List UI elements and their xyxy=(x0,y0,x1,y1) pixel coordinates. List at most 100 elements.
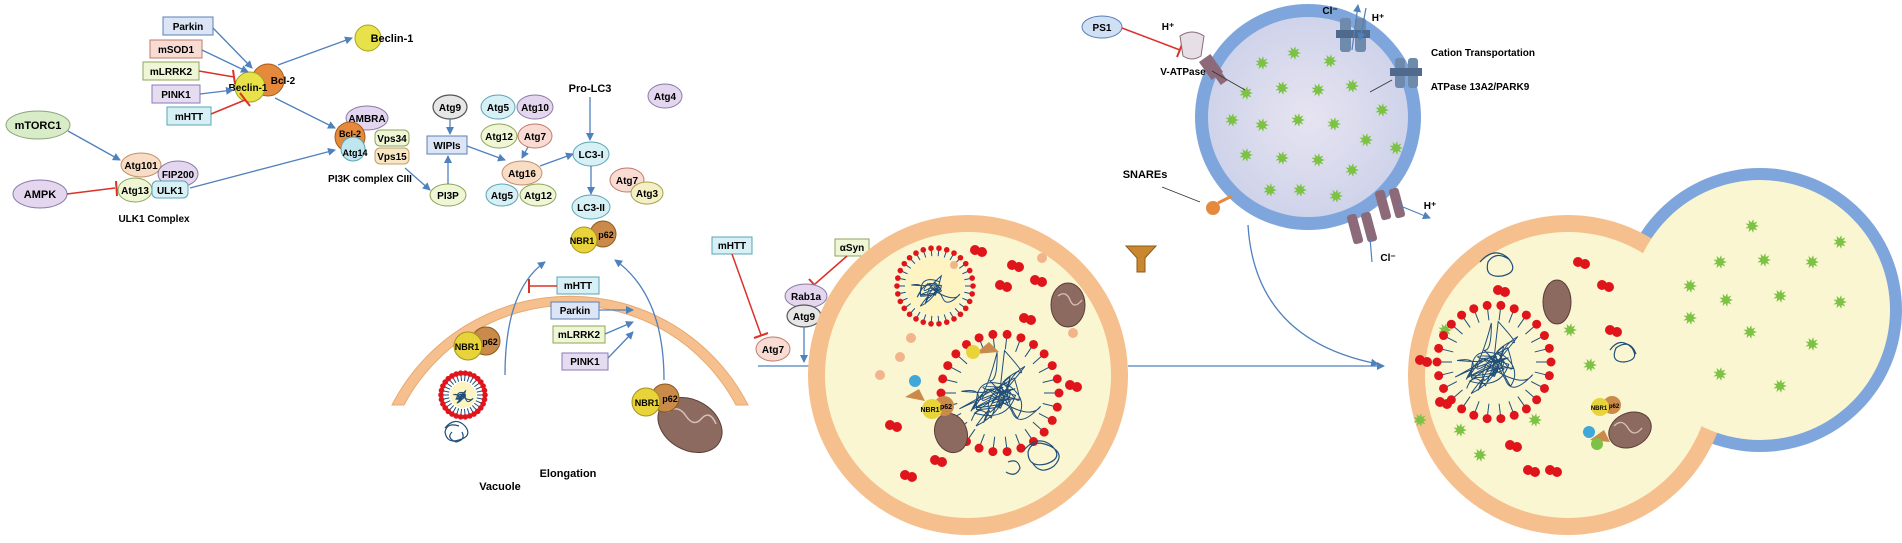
hydrolase-star xyxy=(1389,141,1403,155)
cl-bottom-label: Cl⁻ xyxy=(1380,253,1395,264)
mid-mhtt-label: mHTT xyxy=(718,241,746,252)
phago-nbr1-b-node xyxy=(631,387,661,417)
red-cargo-dot xyxy=(1002,282,1012,292)
hydrolase-star xyxy=(1683,311,1697,325)
arrow-atg7-atg16 xyxy=(521,146,529,159)
cation-transport-label: Cation Transportation xyxy=(1431,48,1535,59)
red-cargo-dot xyxy=(1422,357,1432,367)
vps15-label: Vps15 xyxy=(377,152,407,163)
msod1-box xyxy=(149,39,203,59)
autolysosome-aggregate xyxy=(1432,300,1556,424)
elongation-label: Elongation xyxy=(540,468,597,480)
autolysosome-mito-cristae xyxy=(1613,421,1643,434)
ambra-label: AMBRA xyxy=(348,114,385,125)
middle-regulators: mHTT Atg7 αSyn Rab1a Atg9 xyxy=(711,236,870,370)
ulk1-caption: ULK1 Complex xyxy=(118,214,190,225)
hydrolase-star xyxy=(1833,235,1847,249)
pi3k-bcl2-label: Bcl-2 xyxy=(339,129,361,139)
mhtt-box xyxy=(166,106,212,126)
phago-pink1-box xyxy=(561,352,609,371)
vacuole-label: Vacuole xyxy=(479,481,521,493)
arrow-elong-right xyxy=(614,259,665,381)
hydrolase-star xyxy=(1773,289,1787,303)
atg14-label: Atg14 xyxy=(342,148,367,158)
arrow-mtorc1-ulk1 xyxy=(67,130,121,161)
hydrolase-star xyxy=(1773,379,1787,393)
hydrolase-star xyxy=(1413,413,1427,427)
autophagosome-micelle xyxy=(894,245,976,327)
wipis-node xyxy=(426,135,468,155)
inhibit-mlrrk2-beclin xyxy=(198,70,235,78)
beclin1-bound-label: Beclin-1 xyxy=(229,83,268,94)
red-cargo-dot xyxy=(1014,262,1024,272)
msod1-label: mSOD1 xyxy=(158,45,195,56)
pi3k-caption: PI3K complex CIII xyxy=(328,174,412,185)
hydrolase-star xyxy=(1719,293,1733,307)
phago-cargo-coil xyxy=(444,420,469,443)
hydrolase-star xyxy=(1323,54,1337,68)
hydrolase-star xyxy=(1583,358,1597,372)
phago-p62-b-label: p62 xyxy=(662,394,678,404)
ampk-label: AMPK xyxy=(24,189,56,201)
mhtt-label: mHTT xyxy=(175,112,203,123)
hydrolase-star xyxy=(1239,86,1253,100)
atg5-node xyxy=(480,94,516,120)
phago-nbr1-a-node xyxy=(453,331,483,361)
red-cargo-dot xyxy=(937,457,947,467)
autophagosome-cone-a-tip xyxy=(966,345,980,359)
phago-cargo-micelle xyxy=(438,370,488,420)
phago-pink1-label: PINK1 xyxy=(570,357,600,368)
atg7b-label: Atg7 xyxy=(616,176,639,187)
autolysosome: NBR1 p62 xyxy=(1408,168,1902,535)
arrow-lysosome-fusion xyxy=(1247,224,1379,367)
elongation-machinery: Atg9 WIPIs PI3P Atg5 Atg10 Atg12 Atg7 At… xyxy=(426,83,683,254)
hydrolase-star xyxy=(1833,295,1847,309)
parkin-box xyxy=(162,16,214,36)
hydrolase-star xyxy=(1263,183,1277,197)
v-atpase-label: V-ATPase xyxy=(1160,67,1206,78)
mid-atg7-label: Atg7 xyxy=(762,345,785,356)
phago-p62-a-label: p62 xyxy=(482,337,498,347)
upstream-signaling: mTORC1 AMPK Parkin mSOD1 mLRRK2 PINK1 mH… xyxy=(5,16,413,209)
lc3ii-label: LC3-II xyxy=(577,203,605,214)
snares-pointer xyxy=(1161,186,1201,203)
autolysosome-loose-coil-top xyxy=(1479,252,1514,277)
atg12b-node xyxy=(519,183,557,207)
inhibit-ampk-bar xyxy=(115,180,118,197)
phago-mlrrk2-box xyxy=(552,325,606,344)
hydrolase-star xyxy=(1805,255,1819,269)
red-cargo-dot xyxy=(1442,399,1452,409)
hydrolase-star xyxy=(1528,413,1542,427)
pi3k-complex: AMBRA Bcl-2 Atg14 Vps34 Vps15 PI3K compl… xyxy=(328,105,431,191)
hydrolase-star xyxy=(1287,46,1301,60)
atg12-node xyxy=(480,123,518,149)
pink1-label: PINK1 xyxy=(161,90,191,101)
h-plus-right-label: H⁺ xyxy=(1424,201,1437,212)
atg4-node xyxy=(647,83,683,109)
autophagosome-mito xyxy=(1050,282,1086,328)
phagophore: mHTT Parkin mLRRK2 PINK1 NBR1 p62 NBR1 xyxy=(391,259,749,493)
arrow-pink1-beclin xyxy=(199,86,234,95)
atg4-label: Atg4 xyxy=(654,92,677,103)
snares-label: SNAREs xyxy=(1123,169,1168,181)
autophagosome-loose-coil-2 xyxy=(1005,460,1021,475)
arrow-pi3k-pi3p xyxy=(404,167,431,191)
hydrolase-star xyxy=(1345,79,1359,93)
atg5b-label: Atg5 xyxy=(491,191,514,202)
autophagosome-p62-label: p62 xyxy=(940,404,952,411)
arrow-elong-left xyxy=(504,261,546,376)
hydrolase-star xyxy=(1563,323,1577,337)
wipis-label: WIPIs xyxy=(433,141,461,152)
autophagosome-red-cargo xyxy=(885,245,1082,482)
autophagosome-nbr1-node xyxy=(922,399,942,419)
pi3p-label: PI3P xyxy=(437,191,459,202)
hydrolase-star xyxy=(1311,153,1325,167)
red-cargo-dot xyxy=(1026,315,1036,325)
lc3ii-node xyxy=(571,194,611,220)
atg12-label: Atg12 xyxy=(485,132,513,143)
red-cargo-dot xyxy=(1530,467,1540,477)
autophagosome-cone-b-tip xyxy=(909,375,921,387)
atg10-label: Atg10 xyxy=(521,103,549,114)
arrow-beclin-pi3k xyxy=(274,97,336,129)
atg7-label: Atg7 xyxy=(524,132,547,143)
